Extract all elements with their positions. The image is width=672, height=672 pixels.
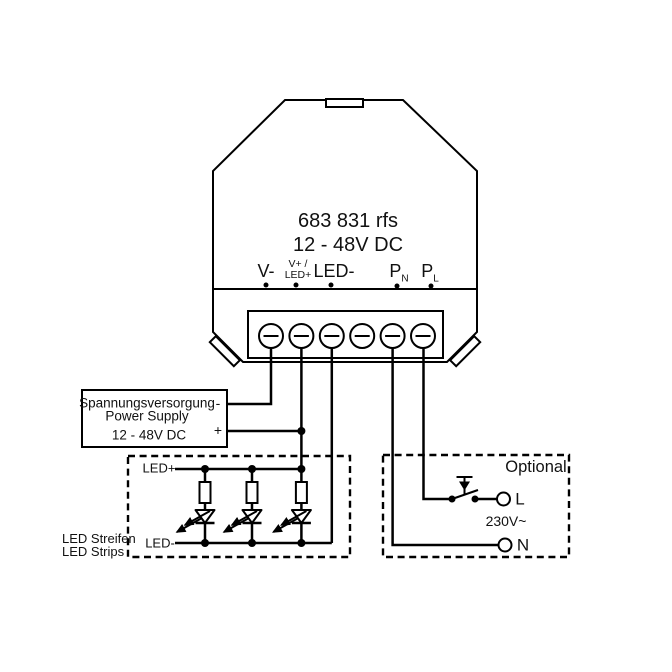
terminal-label-vplus-top: V+ / — [288, 257, 308, 270]
terminal-screw-6 — [410, 323, 436, 349]
power-supply-title-de: Spannungsversorgung — [79, 395, 215, 411]
led-branch-3 — [273, 465, 311, 547]
led-strips-caption-de: LED Streifen — [62, 531, 136, 546]
junction-dot-psu-plus — [297, 427, 306, 435]
terminal-label-vplus-bottom: LED+ — [284, 269, 312, 281]
optional-box — [381, 453, 571, 559]
mains-voltage-label: 230V~ — [485, 513, 527, 529]
top-notch — [325, 98, 364, 108]
mounting-ear-right — [448, 334, 482, 368]
device-body — [212, 98, 478, 363]
terminal-screw-3 — [318, 323, 345, 349]
terminal-screw-5 — [379, 323, 406, 349]
terminal-screw-4 — [349, 323, 376, 349]
led-bus-negative-label: LED- — [145, 535, 175, 551]
terminal-label-ledminus: LED- — [313, 261, 355, 281]
led-branch-2 — [224, 465, 262, 547]
wire-pl — [422, 348, 452, 501]
terminal-label-vminus: V- — [257, 261, 275, 281]
terminal-label-pn: PN — [389, 261, 409, 285]
switch-blade — [451, 489, 479, 500]
terminal-n-circle — [497, 537, 513, 553]
device-model: 683 831 rfs — [297, 210, 399, 232]
power-supply-box — [81, 389, 228, 448]
terminal-block — [247, 310, 444, 359]
push-button-plunger — [456, 476, 473, 494]
wires — [175, 348, 499, 547]
mounting-ear-left — [208, 334, 242, 368]
led-strips-caption-en: LED Strips — [62, 544, 125, 559]
device-outline — [212, 99, 478, 363]
led-branch-1 — [177, 465, 215, 547]
led-strips-box — [126, 454, 352, 559]
wire-pn — [391, 348, 499, 547]
wire-vminus — [227, 348, 273, 406]
terminal-label-pl: PL — [421, 261, 439, 285]
push-button-switch — [448, 476, 497, 503]
power-supply-plus-label: + — [213, 422, 223, 438]
terminal-label-vplus-ledplus: V+ / LED+ — [284, 257, 312, 281]
terminal-indicator-dots — [263, 282, 434, 289]
terminal-screw-1 — [258, 323, 284, 349]
power-supply-title-en: Power Supply — [105, 408, 189, 424]
terminal-n-label: N — [516, 535, 530, 555]
terminal-screw-2 — [288, 323, 315, 349]
led-bus-positive-label: LED+ — [142, 460, 176, 476]
optional-title: Optional — [505, 457, 567, 476]
power-supply-minus-label: - — [215, 395, 221, 411]
led-strips-caption: LED Streifen LED Strips — [62, 532, 136, 558]
terminal-l-circle — [496, 491, 511, 507]
device-voltage-range: 12 - 48V DC — [292, 234, 404, 256]
terminal-l-label: L — [515, 489, 525, 509]
power-supply-voltage: 12 - 48V DC — [111, 427, 187, 443]
